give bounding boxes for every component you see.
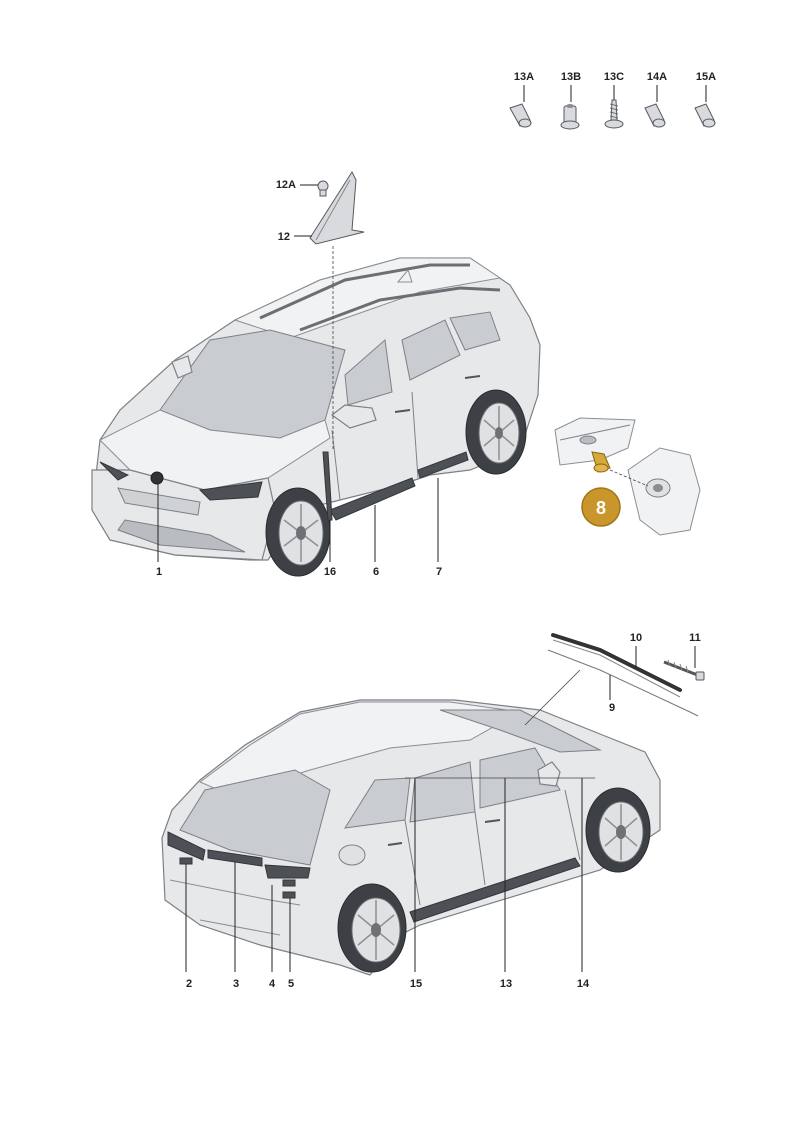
badge-label-8: 8 (596, 498, 606, 518)
side-window-rear (401, 319, 461, 381)
label-14: 14 (577, 978, 590, 990)
label-15A: 15A (696, 71, 716, 83)
side-mirror-front (330, 404, 377, 429)
rear-badge-5 (282, 891, 296, 899)
side-mirror-rear (537, 761, 561, 787)
nut-13B-icon (560, 104, 580, 130)
fastener-row: 13A 13B 13C 14A 15A (509, 71, 716, 130)
label-9: 9 (609, 702, 615, 714)
label-1: 1 (156, 566, 162, 578)
label-6: 6 (373, 566, 379, 578)
label-13B: 13B (561, 71, 581, 83)
front-car-view (91, 257, 541, 577)
rear-badge-4 (282, 879, 296, 887)
rear-sill-trim (409, 857, 581, 923)
side-window-front (344, 339, 393, 406)
label-3: 3 (233, 978, 239, 990)
screw-13C-icon (604, 99, 624, 129)
label-13C: 13C (604, 71, 624, 83)
rear-car-view (161, 699, 661, 976)
label-10: 10 (630, 632, 642, 644)
highlight-badge (581, 487, 621, 527)
rear-wheel (465, 389, 527, 475)
label-16: 16 (324, 566, 336, 578)
rear-window (179, 769, 331, 866)
rear-view-wheel-left (337, 883, 407, 973)
clip-13A-icon (509, 103, 532, 128)
detail-inset-clip: 8 (554, 417, 701, 536)
front-emblem (150, 471, 164, 485)
triangle-trim-12 (309, 170, 365, 245)
sill-trim-front (329, 477, 416, 521)
rear-light-bar (207, 849, 263, 867)
label-12A: 12A (276, 179, 296, 191)
sill-trim-rear (417, 451, 469, 479)
label-5: 5 (288, 978, 294, 990)
label-13: 13 (500, 978, 512, 990)
rear-view-wheel-right (585, 787, 651, 873)
label-14A: 14A (647, 71, 667, 83)
label-15: 15 (410, 978, 422, 990)
bolt-11-icon (663, 659, 705, 681)
clip-15A-icon (694, 103, 716, 128)
label-12: 12 (278, 231, 290, 243)
clip-14A-icon (644, 103, 666, 128)
clip-8-icon (591, 451, 611, 473)
clip-12A-icon (317, 180, 329, 197)
label-13A: 13A (514, 71, 534, 83)
label-7: 7 (436, 566, 442, 578)
label-11: 11 (689, 632, 701, 644)
label-4: 4 (269, 978, 276, 990)
label-2: 2 (186, 978, 192, 990)
roof-rail-parts (524, 633, 705, 726)
rear-badge-2 (179, 857, 193, 865)
front-wheel (265, 487, 331, 577)
